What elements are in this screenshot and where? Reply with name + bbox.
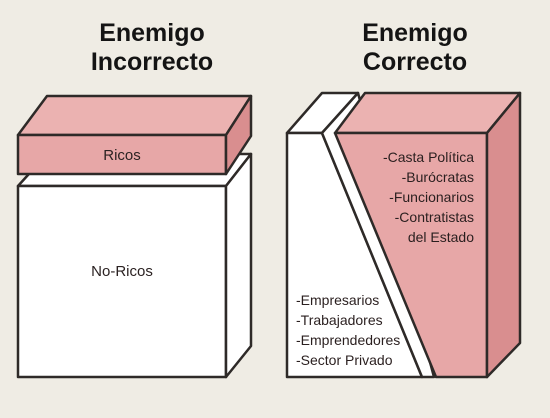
state-actors-list-item: del Estado (407, 229, 474, 245)
state-actors-list-item: -Funcionarios (389, 189, 474, 205)
private-sector-list-item: -Sector Privado (296, 352, 393, 368)
heading-right-enemy-line2: Correcto (362, 48, 468, 76)
state-block (333, 91, 522, 379)
state-actors-list-item: -Contratistas (394, 209, 474, 225)
heading-wrong-enemy-line1: Enemigo (99, 19, 205, 47)
ricos-block (16, 94, 253, 176)
private-sector-list-item: -Trabajadores (296, 312, 383, 328)
heading-wrong-enemy: Enemigo Incorrecto (42, 19, 262, 77)
heading-wrong-enemy-line2: Incorrecto (90, 48, 214, 76)
heading-right-enemy-line1: Enemigo (362, 19, 468, 47)
state-actors-list-item: -Casta Política (382, 149, 474, 165)
ricos-block-side-face (224, 94, 253, 176)
state-actors-list: -Casta Política -Burócratas -Funcionario… (356, 147, 474, 247)
private-sector-list: -Empresarios -Trabajadores -Emprendedore… (296, 290, 400, 370)
no-ricos-block-side-face (224, 152, 253, 379)
state-actors-list-item: -Burócratas (401, 169, 474, 185)
heading-right-enemy: Enemigo Correcto (305, 19, 525, 77)
private-sector-list-item: -Empresarios (296, 292, 380, 308)
state-block-side-face (485, 91, 522, 379)
private-sector-list-item: -Emprendedores (296, 332, 401, 348)
ricos-label: Ricos (103, 147, 141, 164)
no-ricos-label: No-Ricos (91, 263, 153, 280)
ricos-block-top-face (16, 94, 253, 137)
